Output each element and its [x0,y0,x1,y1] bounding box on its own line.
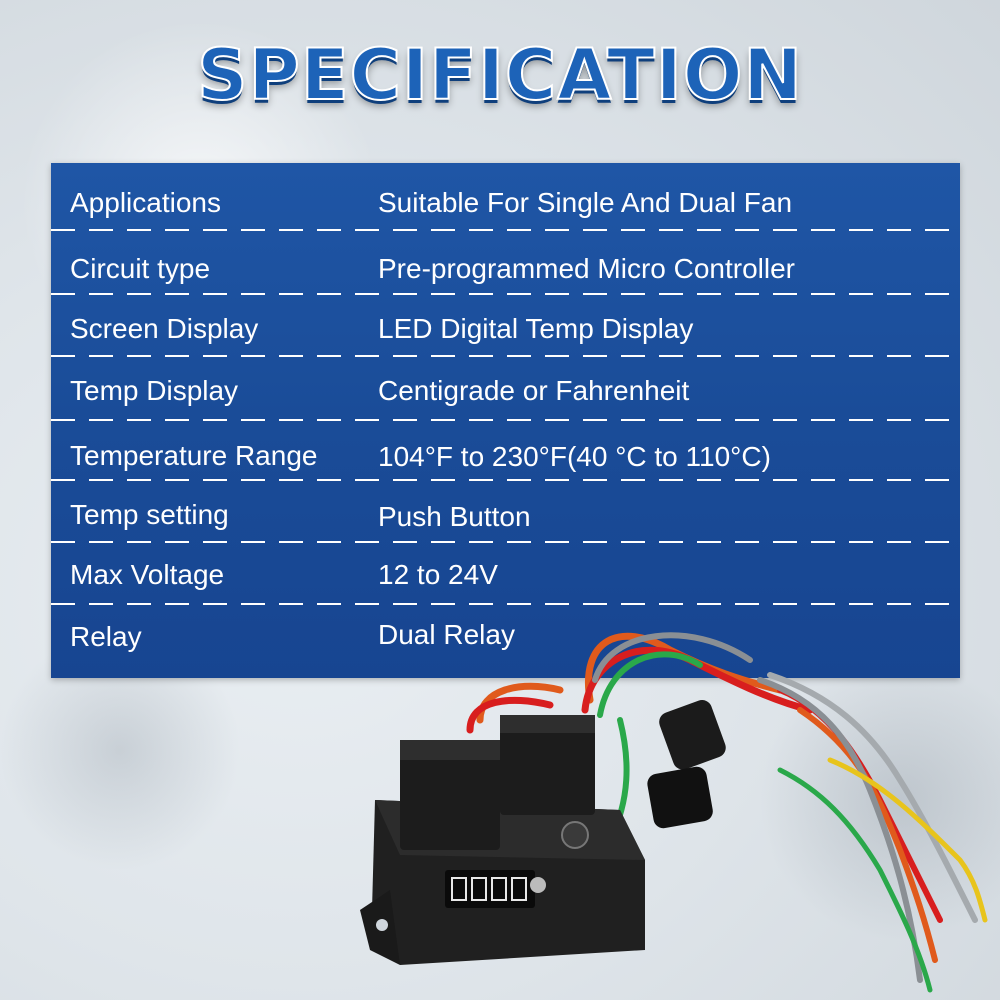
spec-row-circuit-type: Circuit type Pre-programmed Micro Contro… [51,229,960,291]
row-divider [51,293,960,295]
spec-row-relay: Relay Dual Relay [51,603,960,665]
spec-value: 104°F to 230°F(40 °C to 110°C) [378,441,771,472]
spec-value: LED Digital Temp Display [378,313,694,344]
spec-value: Pre-programmed Micro Controller [378,253,796,284]
spec-value: Push Button [378,501,531,532]
spec-value: Centigrade or Fahrenheit [378,375,690,406]
row-divider [51,479,960,481]
row-divider [51,541,960,543]
spec-row-temp-setting: Temp setting Push Button [51,479,960,541]
spec-row-temp-display: Temp Display Centigrade or Fahrenheit [51,355,960,417]
row-divider [51,229,960,231]
row-divider [51,419,960,421]
spec-label: Screen Display [70,313,259,344]
spec-label: Temp Display [70,375,239,406]
spec-label: Relay [70,621,142,652]
row-divider [51,355,960,357]
spec-label: Max Voltage [70,559,225,590]
spec-label: Circuit type [70,253,211,284]
spec-row-screen-display: Screen Display LED Digital Temp Display [51,293,960,355]
page-title: SPECIFICATION [196,33,803,117]
spec-label: Temp setting [70,499,229,530]
spec-label: Temperature Range [70,440,318,471]
spec-row-temperature-range: Temperature Range 104°F to 230°F(40 °C t… [51,419,960,481]
spec-value: Dual Relay [378,619,515,650]
spec-row-applications: Applications Suitable For Single And Dua… [51,163,960,225]
spec-value: 12 to 24V [378,559,498,590]
spec-row-max-voltage: Max Voltage 12 to 24V [51,541,960,603]
spec-value: Suitable For Single And Dual Fan [378,187,793,218]
spec-label: Applications [70,187,221,218]
row-divider [51,603,960,605]
spec-table: Applications Suitable For Single And Dua… [51,163,960,678]
fan-controller-product-image [360,632,988,993]
